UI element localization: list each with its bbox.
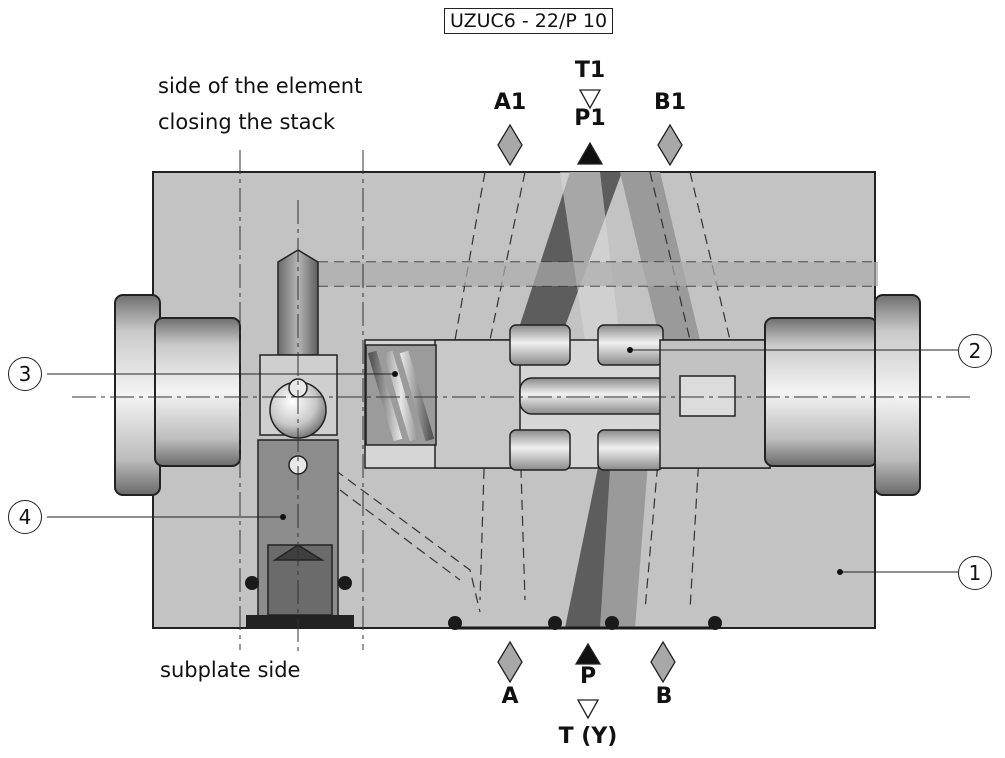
- port-a1-label: A1: [493, 90, 527, 115]
- port-p1-label: P1: [574, 106, 606, 131]
- port-b-label: B: [655, 684, 673, 709]
- right-cap: [764, 294, 921, 496]
- left-cap: [114, 294, 241, 496]
- spool: [434, 324, 771, 471]
- subplate-side-label: subplate side: [160, 658, 301, 682]
- leader-lines: [47, 349, 958, 573]
- a1-marker: [497, 123, 523, 167]
- b1-marker: [657, 123, 683, 167]
- spring: [365, 344, 437, 446]
- port-markers-bottom: [497, 640, 676, 720]
- port-a-label: A: [501, 684, 519, 709]
- port-markers-top: [497, 89, 683, 167]
- model-title: UZUC6 - 22/P 10: [444, 8, 614, 34]
- port-b1-label: B1: [653, 90, 687, 115]
- flow-channels: [515, 172, 700, 628]
- o-rings: [245, 576, 722, 630]
- leader-dots: [280, 347, 843, 575]
- callout-1: 1: [958, 556, 992, 590]
- a-marker: [497, 640, 523, 684]
- p1-marker: [576, 141, 604, 165]
- stack-side-label-line1: side of the element: [158, 74, 363, 98]
- t-marker: [576, 699, 600, 720]
- t1-marker: [578, 89, 602, 110]
- callout-4: 4: [8, 500, 42, 534]
- stack-side-label-line2: closing the stack: [158, 110, 336, 134]
- port-p-label: P: [579, 664, 597, 689]
- top-channel: [318, 262, 878, 286]
- b-marker: [650, 640, 676, 684]
- centre-lines: [72, 150, 975, 655]
- port-ty-label: T (Y): [558, 724, 618, 749]
- callout-3: 3: [8, 357, 42, 391]
- port-t1-label: T1: [574, 58, 606, 83]
- callout-2: 2: [958, 334, 992, 368]
- p-marker: [574, 642, 602, 665]
